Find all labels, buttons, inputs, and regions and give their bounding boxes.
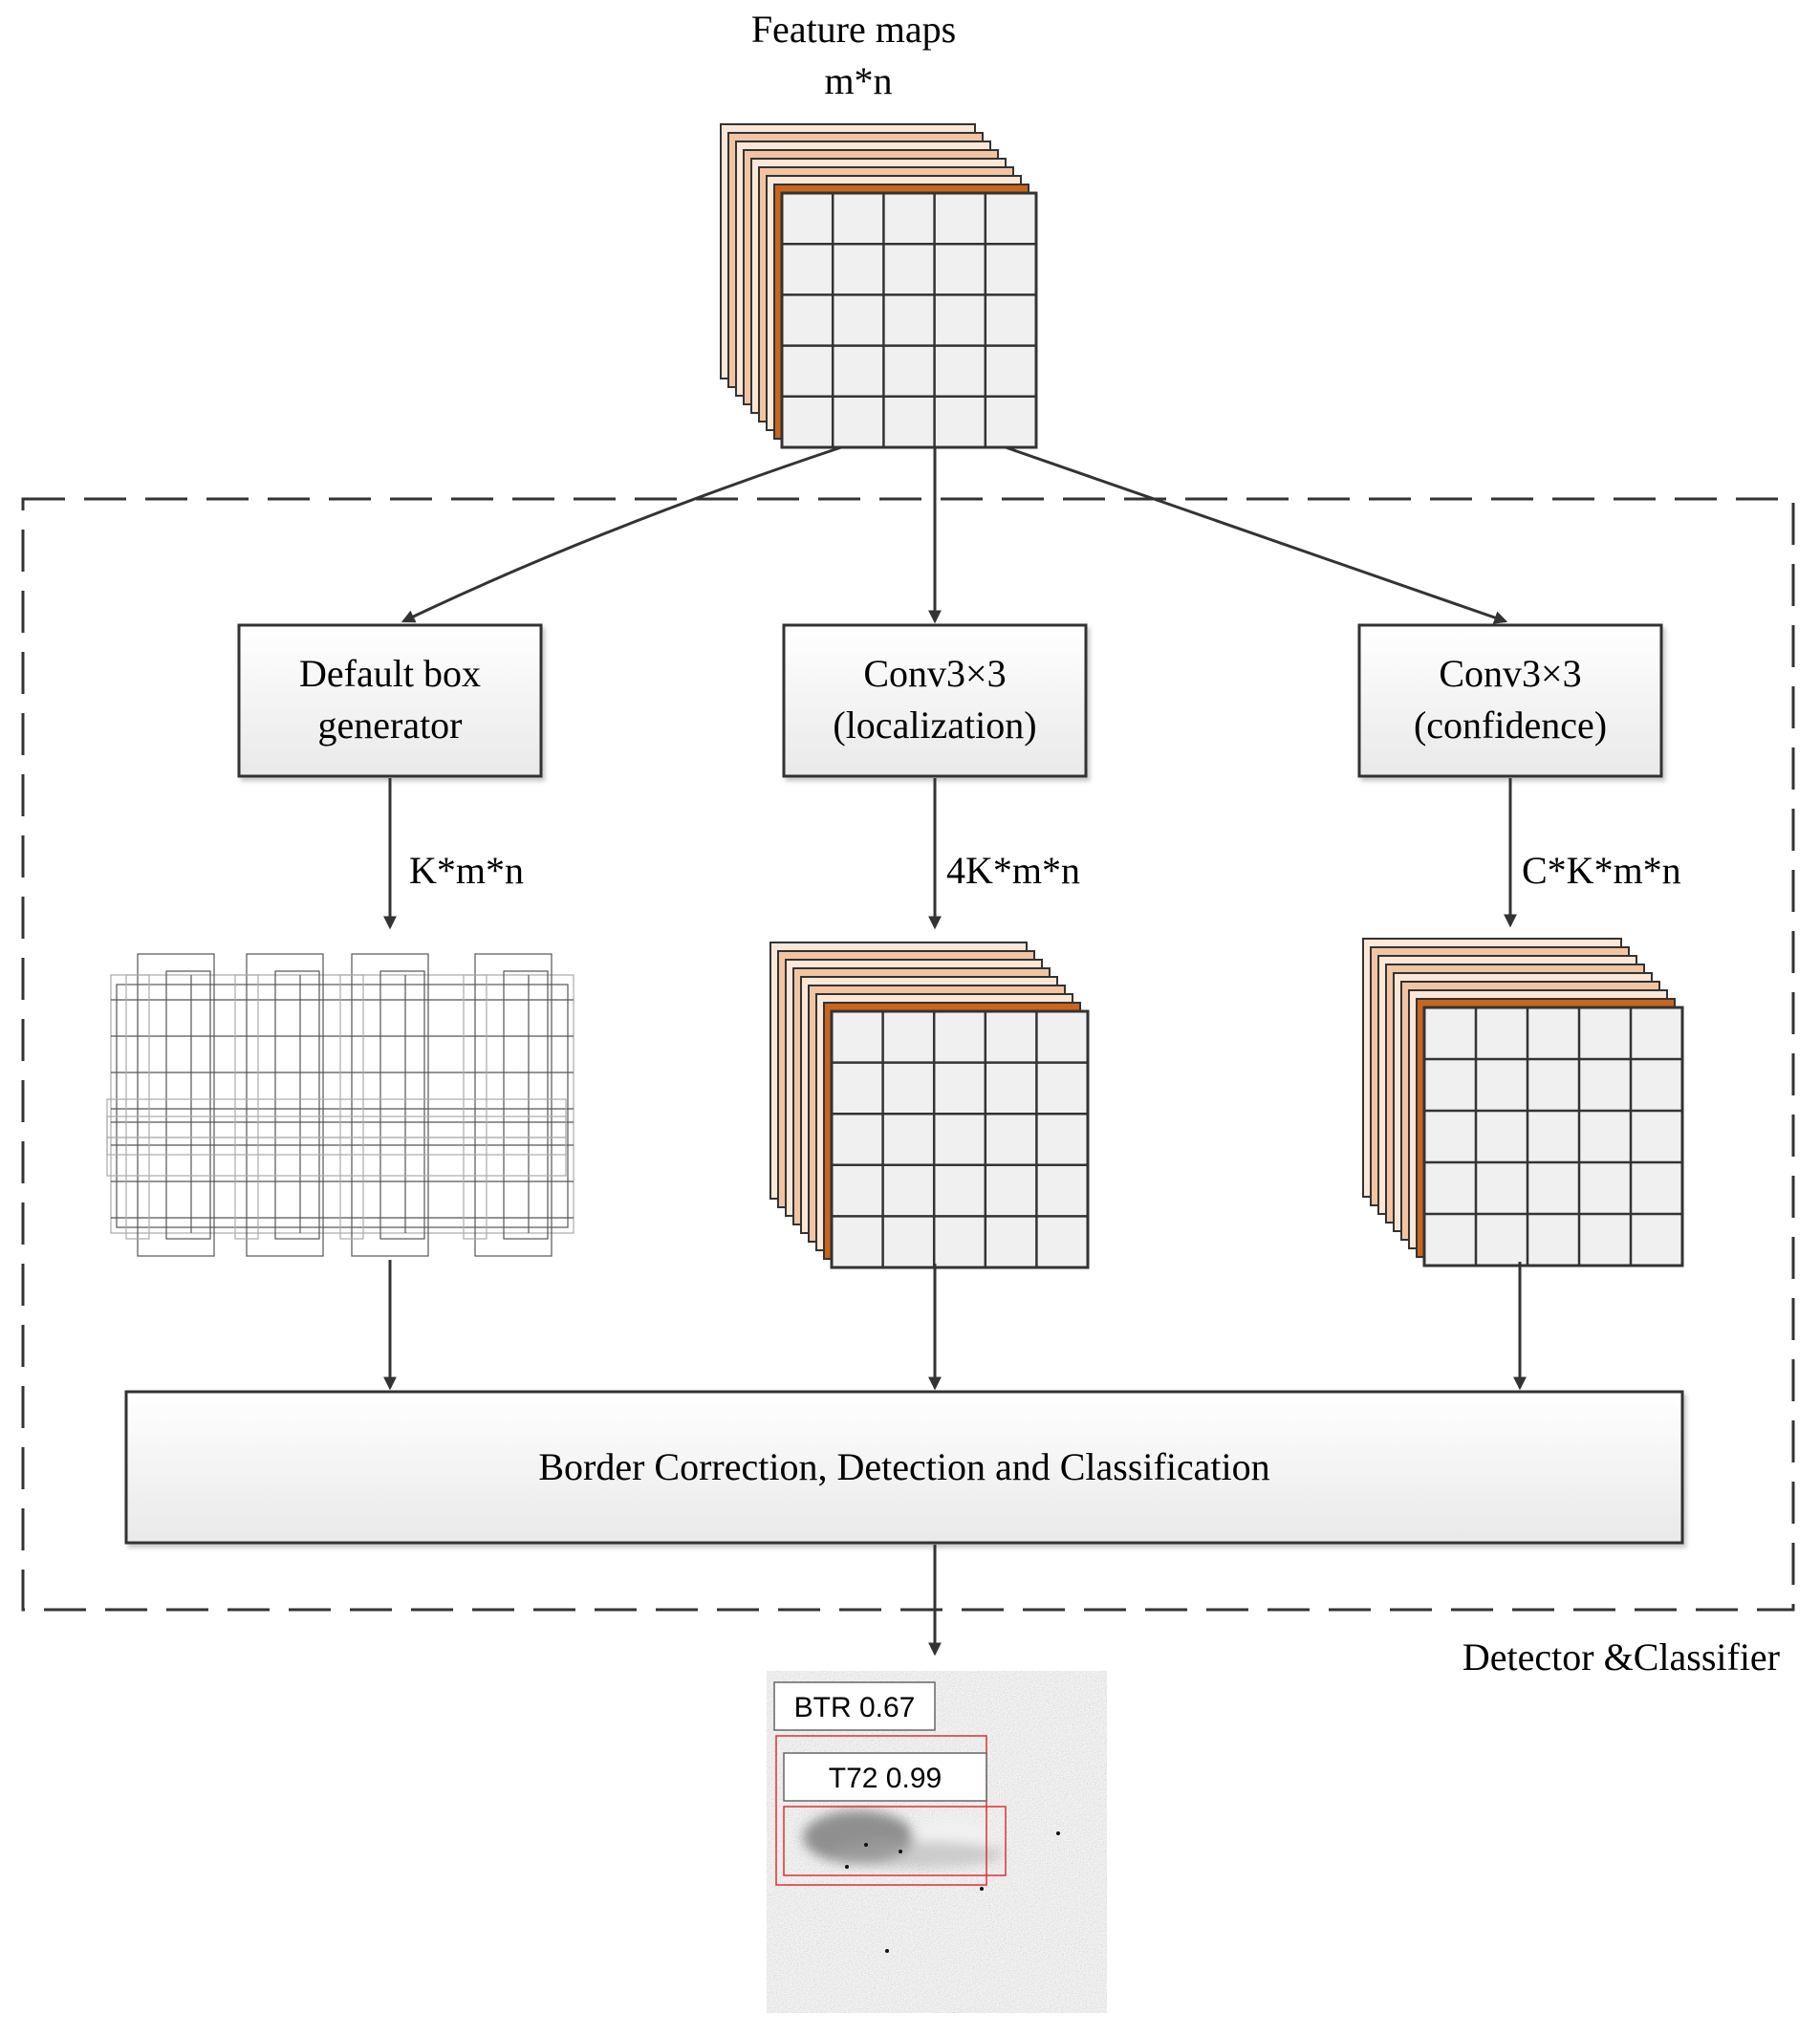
front-grid-frame: [780, 191, 1038, 449]
border-correction-detection-classification: Border Correction, Detection and Classif…: [124, 1390, 1684, 1545]
localization-line1: Conv3×3: [863, 652, 1006, 695]
localization-output-size: 4K*m*n: [946, 849, 1080, 892]
confidence-output-size: C*K*m*n: [1522, 849, 1681, 892]
confidence-line2: (confidence): [1414, 704, 1607, 747]
output-detection-image: BTR 0.67 T72 0.99: [767, 1671, 1107, 2013]
default-box-tall: [165, 970, 211, 1240]
default-box-narrow: [339, 974, 364, 1240]
default-box-wide: [106, 1137, 567, 1177]
default-box-wide: [106, 1098, 567, 1138]
default-box-frame: [116, 984, 569, 1228]
default-box-wide: [106, 1115, 567, 1156]
front-grid-frame: [1422, 1006, 1684, 1267]
default-box-narrow: [463, 974, 488, 1240]
default-box-narrow: [125, 974, 150, 1240]
input-title: Feature maps: [751, 8, 956, 51]
default-box-output-size: K*m*n: [409, 849, 524, 892]
default-box-generator: Default box generator: [237, 623, 543, 778]
confidence-line1: Conv3×3: [1439, 652, 1581, 695]
localization-line2: (localization): [833, 704, 1036, 747]
detector-module-border: [21, 497, 1795, 1612]
front-grid-frame: [830, 1009, 1090, 1269]
detector-module-label: Detector &Classifier: [1462, 1635, 1780, 1679]
t72-label: T72 0.99: [829, 1763, 942, 1794]
default-box-generator-box: [237, 623, 543, 778]
middle-arrows: [383, 778, 1517, 930]
default-box-tall: [351, 953, 429, 1257]
localization-output-stack: [769, 942, 1090, 1269]
default-box-tall: [137, 953, 215, 1257]
default-box-line2: generator: [317, 704, 462, 747]
default-box-narrow: [234, 974, 259, 1240]
input-feature-map-stack: [720, 123, 1038, 449]
default-boxes-illustration: [106, 953, 574, 1257]
merge-box-label: Border Correction, Detection and Classif…: [538, 1445, 1269, 1488]
btr-label-box: [773, 1681, 936, 1731]
default-box-tall: [274, 970, 320, 1240]
btr-detection-box: [775, 1735, 987, 1886]
localization-conv-box: [782, 623, 1088, 778]
default-box-tall: [379, 970, 425, 1240]
merge-box: [124, 1390, 1684, 1545]
arrow-to-default-box: [401, 445, 842, 623]
default-box-tall: [474, 953, 552, 1257]
arrow-to-confidence: [1005, 445, 1508, 624]
confidence-conv: Conv3×3 (confidence): [1357, 623, 1663, 778]
btr-label: BTR 0.67: [794, 1692, 916, 1723]
confidence-output-stack: [1362, 938, 1684, 1267]
default-box-tall: [503, 970, 549, 1240]
localization-conv: Conv3×3 (localization): [782, 623, 1088, 778]
input-arrows: [401, 445, 1508, 624]
default-box-tall: [246, 953, 324, 1257]
t72-detection-box: [783, 1806, 1007, 1876]
confidence-conv-box: [1357, 623, 1663, 778]
input-size-label: m*n: [824, 59, 892, 102]
t72-label-box: [783, 1752, 987, 1802]
sar-speckles: [845, 1831, 1060, 1953]
default-box-line1: Default box: [299, 652, 481, 695]
sar-target-blob: [803, 1810, 1004, 1868]
merge-arrows: [383, 1260, 1527, 1391]
